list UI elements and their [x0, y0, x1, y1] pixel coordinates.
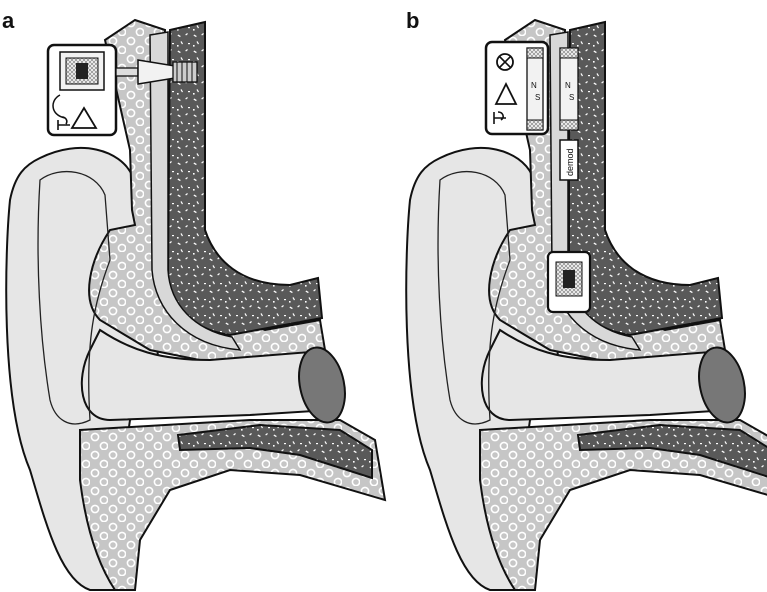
panel-b: b N S N S demod	[406, 8, 767, 590]
magnet-n-label-ext: N	[531, 81, 537, 90]
panel-letter-b: b	[406, 8, 419, 33]
external-processor-b: N S	[486, 42, 548, 134]
panel-a: a	[2, 8, 385, 590]
magnet-s-label-ext: S	[535, 93, 540, 102]
magnet-s-label-int: S	[569, 93, 574, 102]
magnet-n-label-int: N	[565, 81, 571, 90]
demod-label: demod	[565, 148, 575, 176]
panel-letter-a: a	[2, 8, 15, 33]
